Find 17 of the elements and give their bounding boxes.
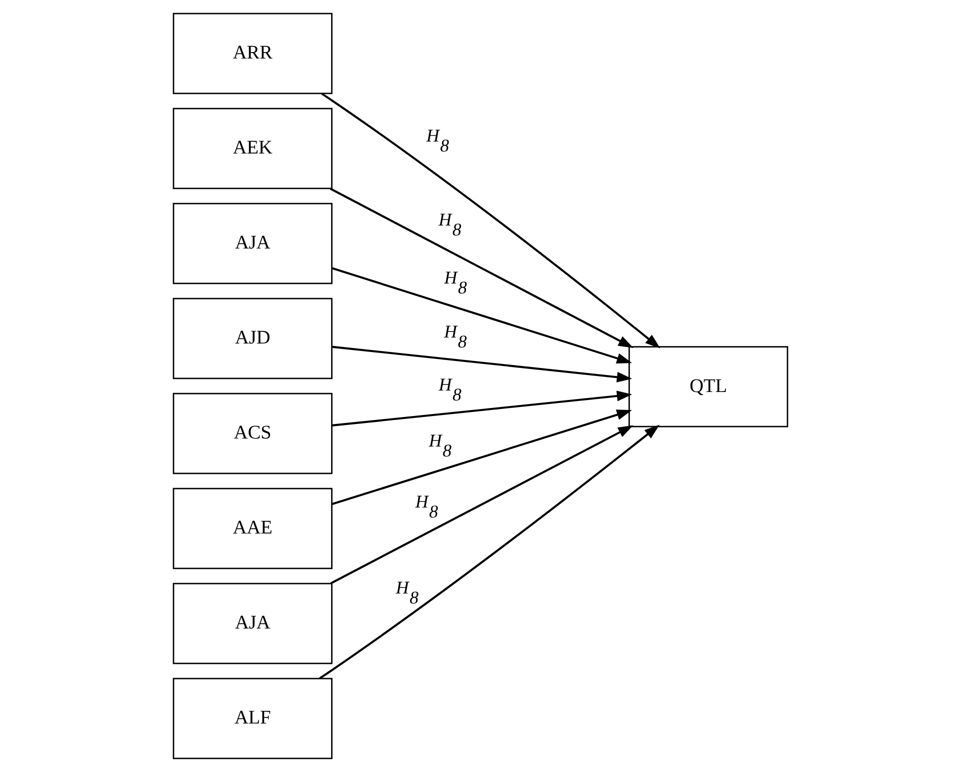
arrow	[331, 267, 632, 364]
arrow	[331, 390, 632, 426]
arrow	[331, 346, 632, 382]
node-box: AJA	[172, 202, 332, 284]
node-box: AEK	[172, 108, 332, 190]
node-box: AJD	[172, 298, 332, 380]
node-box: ALF	[172, 678, 332, 760]
node-box: ARR	[172, 12, 332, 94]
node-box: ACS	[172, 392, 332, 474]
node-box: QTL	[628, 346, 788, 428]
arrow	[320, 92, 660, 348]
node-box: AAE	[172, 488, 332, 570]
node-box: AJA	[172, 582, 332, 664]
arrow	[329, 188, 633, 348]
arrow	[318, 424, 660, 680]
arrow	[331, 410, 632, 506]
arrow	[330, 425, 633, 584]
